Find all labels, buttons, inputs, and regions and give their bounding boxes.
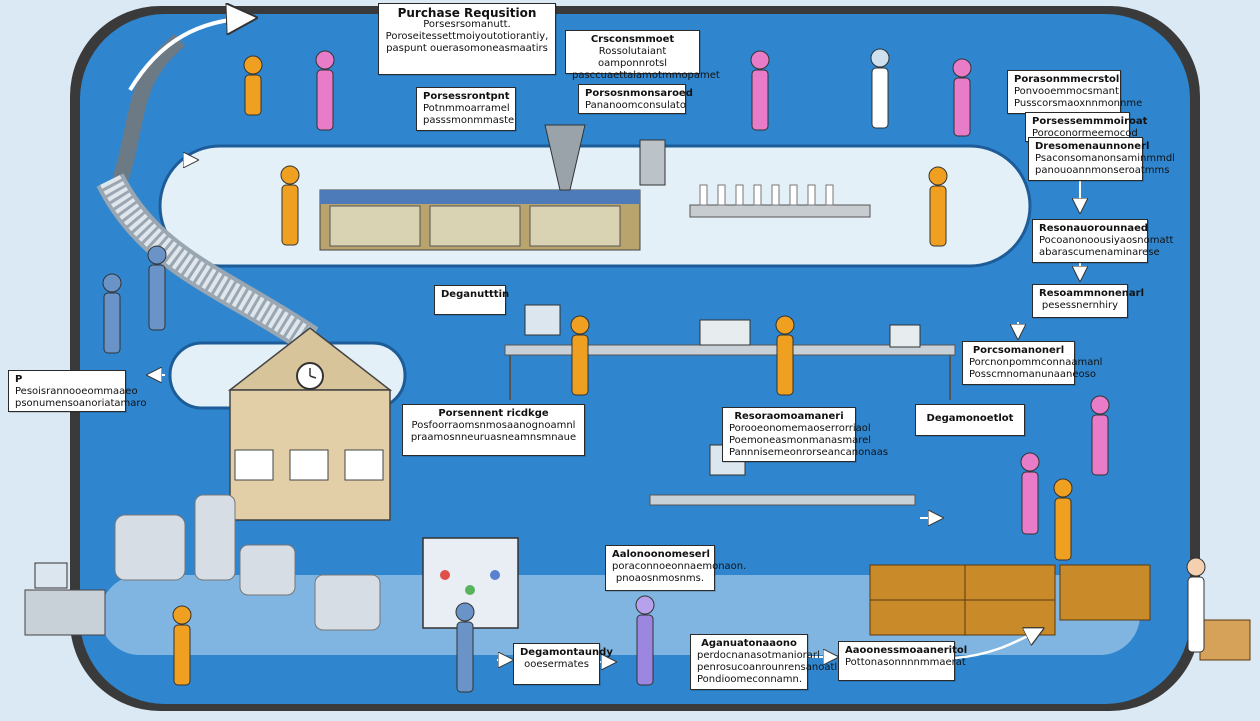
label-department-1: Deganutttin — [434, 285, 509, 315]
monitor-icon — [34, 562, 68, 589]
label-department-right: Degamonoetlot — [915, 404, 1025, 436]
label-left-side: P Pesoisrannooeommaaeo psonumensoanoriat… — [8, 370, 146, 412]
label-right-5: Resoammnonenarl pesessnernhiry — [1032, 284, 1144, 318]
label-top-left2: Porsessrontpnt Potnmmoarramel passsmonmm… — [416, 87, 516, 131]
label-right-4: Resonauorounnaed Pocoanonoousiyaosnomatt… — [1032, 219, 1173, 263]
person-17 — [1186, 557, 1206, 653]
label-bottom-4: Aaoonessmoaaneritol Pottonasonnnnmmaerat — [838, 641, 967, 681]
person-16 — [635, 595, 655, 686]
sack-stacks — [114, 494, 381, 631]
label-purchase-requisition: Purchase Requsition Porsesrsomanutt. Por… — [378, 3, 556, 75]
bottle-row — [699, 184, 834, 206]
filling-machine — [319, 124, 871, 251]
top-curved-arrow — [128, 18, 250, 92]
label-right-3: Dresomenaunnonerl Psaconsomanonsaminmmdl… — [1028, 137, 1175, 181]
crate-stacks — [869, 564, 1251, 661]
person-6 — [280, 165, 300, 246]
person-13 — [1020, 452, 1040, 535]
label-bottom-department: Degamontaundy ooesermates — [513, 643, 613, 685]
label-center-2: Resoraomoamaneri Porooeonomemaoserrorria… — [722, 407, 888, 462]
person-11 — [775, 315, 795, 396]
person-4 — [870, 48, 890, 129]
label-bottom-1: Aalonoonomeserl poraconnoeonnaemonaon. p… — [605, 545, 746, 591]
label-printer — [24, 562, 106, 636]
person-5 — [952, 58, 972, 137]
label-right-1: Porasonmmecrstol Ponvooemmocsmant Pussco… — [1007, 70, 1142, 114]
conveyor-chute — [96, 33, 319, 353]
flow-arrows — [150, 160, 1080, 662]
label-right-6: Porcsomanonerl Porcnonpommconnaamanl Pos… — [962, 341, 1102, 385]
workers — [102, 48, 1206, 693]
person-7 — [928, 166, 948, 247]
warehouse-building — [227, 327, 393, 521]
label-bottom-3: Aganuatonaaono perdocnanasotmaniorarl pe… — [690, 634, 837, 690]
person-14 — [1053, 478, 1073, 561]
label-document-center: Porsennent ricdkge Posfoorraomsnmosaanog… — [402, 404, 585, 456]
person-9 — [102, 273, 122, 354]
person-1 — [243, 55, 263, 116]
person-15 — [172, 605, 192, 686]
label-top-mid2: Porsosnmonsaroed Pananoomconsulato — [578, 84, 693, 114]
person-18 — [455, 602, 475, 693]
person-10 — [570, 315, 590, 396]
person-3 — [750, 50, 770, 131]
label-top-mid: Crsconsmmoet Rossolutaiant oamponnrotsl … — [565, 30, 720, 81]
person-2 — [315, 50, 335, 131]
person-8 — [147, 245, 167, 331]
person-12 — [1090, 395, 1110, 476]
